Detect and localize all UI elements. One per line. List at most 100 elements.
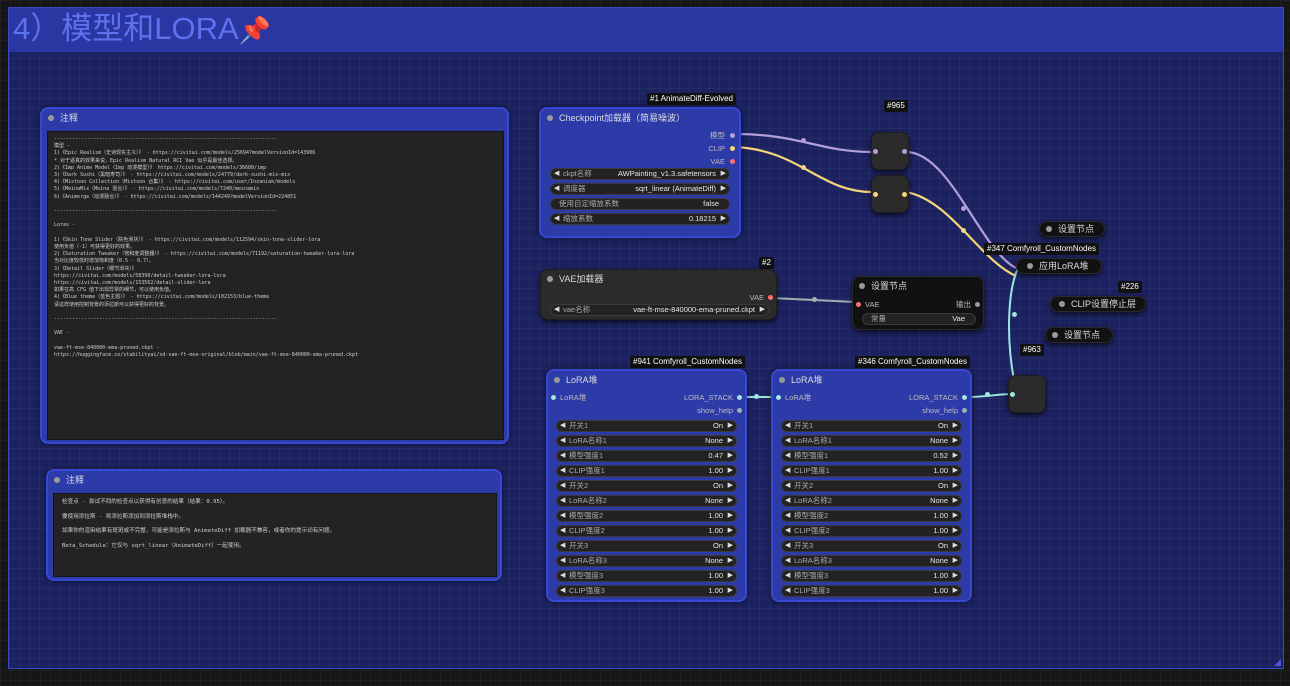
node-title[interactable]: 应用LoRA堆 bbox=[1017, 259, 1101, 273]
arrow-left-icon[interactable]: ◀ bbox=[560, 482, 566, 489]
clip-set-last-layer-node[interactable]: CLIP设置停止层 bbox=[1050, 296, 1146, 312]
arrow-left-icon[interactable]: ◀ bbox=[785, 512, 791, 519]
arrow-right-icon[interactable]: ▶ bbox=[952, 587, 958, 594]
arrow-right-icon[interactable]: ▶ bbox=[727, 557, 733, 564]
arrow-left-icon[interactable]: ◀ bbox=[554, 306, 560, 313]
arrow-left-icon[interactable]: ◀ bbox=[785, 467, 791, 474]
arrow-right-icon[interactable]: ▶ bbox=[759, 306, 765, 313]
output-dot[interactable] bbox=[730, 146, 735, 151]
node-title[interactable]: LoRA堆 bbox=[773, 371, 970, 389]
arrow-right-icon[interactable]: ▶ bbox=[727, 542, 733, 549]
arrow-left-icon[interactable]: ◀ bbox=[560, 527, 566, 534]
arrow-left-icon[interactable]: ◀ bbox=[560, 512, 566, 519]
arrow-left-icon[interactable]: ◀ bbox=[785, 482, 791, 489]
arrow-left-icon[interactable]: ◀ bbox=[785, 557, 791, 564]
output-dot[interactable] bbox=[902, 192, 907, 197]
arrow-left-icon[interactable]: ◀ bbox=[785, 422, 791, 429]
arrow-right-icon[interactable]: ▶ bbox=[952, 542, 958, 549]
output-dot[interactable] bbox=[737, 395, 742, 400]
output-dot[interactable] bbox=[962, 408, 967, 413]
output-dot[interactable] bbox=[975, 302, 980, 307]
arrow-left-icon[interactable]: ◀ bbox=[560, 542, 566, 549]
arrow-left-icon[interactable]: ◀ bbox=[560, 467, 566, 474]
arrow-right-icon[interactable]: ▶ bbox=[952, 497, 958, 504]
arrow-left-icon[interactable]: ◀ bbox=[785, 587, 791, 594]
node-title[interactable]: VAE加载器 bbox=[541, 270, 776, 288]
output-dot[interactable] bbox=[962, 395, 967, 400]
arrow-right-icon[interactable]: ▶ bbox=[727, 452, 733, 459]
input-dot[interactable] bbox=[776, 395, 781, 400]
collapse-dot-icon[interactable] bbox=[54, 477, 60, 483]
node-title[interactable]: 设置节点 bbox=[1040, 222, 1104, 236]
arrow-left-icon[interactable]: ◀ bbox=[785, 437, 791, 444]
reroute-node-lora[interactable] bbox=[1008, 375, 1046, 413]
collapse-dot-icon[interactable] bbox=[48, 115, 54, 121]
arrow-right-icon[interactable]: ▶ bbox=[727, 572, 733, 579]
arrow-left-icon[interactable]: ◀ bbox=[554, 185, 560, 192]
collapse-dot-icon[interactable] bbox=[547, 276, 553, 282]
arrow-right-icon[interactable]: ▶ bbox=[727, 527, 733, 534]
arrow-right-icon[interactable]: ▶ bbox=[952, 437, 958, 444]
group-header[interactable]: 4）模型和LORA📌 bbox=[9, 8, 1283, 52]
arrow-left-icon[interactable]: ◀ bbox=[785, 527, 791, 534]
arrow-right-icon[interactable]: ▶ bbox=[952, 572, 958, 579]
arrow-right-icon[interactable]: ▶ bbox=[952, 452, 958, 459]
reroute-node-model[interactable] bbox=[871, 132, 909, 170]
link-midpoint[interactable] bbox=[961, 228, 966, 233]
link-midpoint[interactable] bbox=[801, 138, 806, 143]
arrow-left-icon[interactable]: ◀ bbox=[560, 587, 566, 594]
output-dot[interactable] bbox=[768, 295, 773, 300]
arrow-left-icon[interactable]: ◀ bbox=[785, 452, 791, 459]
arrow-right-icon[interactable]: ▶ bbox=[727, 422, 733, 429]
arrow-right-icon[interactable]: ▶ bbox=[720, 215, 726, 222]
output-dot[interactable] bbox=[737, 408, 742, 413]
arrow-right-icon[interactable]: ▶ bbox=[727, 497, 733, 504]
collapse-dot-icon[interactable] bbox=[1046, 226, 1052, 232]
reroute-node-clip[interactable] bbox=[871, 175, 909, 213]
arrow-left-icon[interactable]: ◀ bbox=[554, 215, 560, 222]
arrow-right-icon[interactable]: ▶ bbox=[727, 512, 733, 519]
arrow-left-icon[interactable]: ◀ bbox=[560, 572, 566, 579]
node-title[interactable]: 设置节点 bbox=[1046, 328, 1112, 342]
arrow-right-icon[interactable]: ▶ bbox=[727, 482, 733, 489]
arrow-left-icon[interactable]: ◀ bbox=[560, 452, 566, 459]
link-midpoint[interactable] bbox=[961, 206, 966, 211]
link-midpoint[interactable] bbox=[801, 165, 806, 170]
arrow-right-icon[interactable]: ▶ bbox=[952, 467, 958, 474]
node-title[interactable]: Checkpoint加载器（简易噪波） bbox=[541, 109, 739, 127]
note-node-2[interactable]: 注释 检查点 - 尝试不同的检查点以获得有创意的结果（结果：0.95）。 要使用… bbox=[46, 469, 502, 581]
output-dot[interactable] bbox=[730, 159, 735, 164]
input-dot[interactable] bbox=[873, 149, 878, 154]
arrow-right-icon[interactable]: ▶ bbox=[952, 527, 958, 534]
arrow-right-icon[interactable]: ▶ bbox=[727, 467, 733, 474]
collapse-dot-icon[interactable] bbox=[547, 115, 553, 121]
arrow-left-icon[interactable]: ◀ bbox=[560, 557, 566, 564]
node-title[interactable]: 设置节点 bbox=[853, 277, 983, 295]
